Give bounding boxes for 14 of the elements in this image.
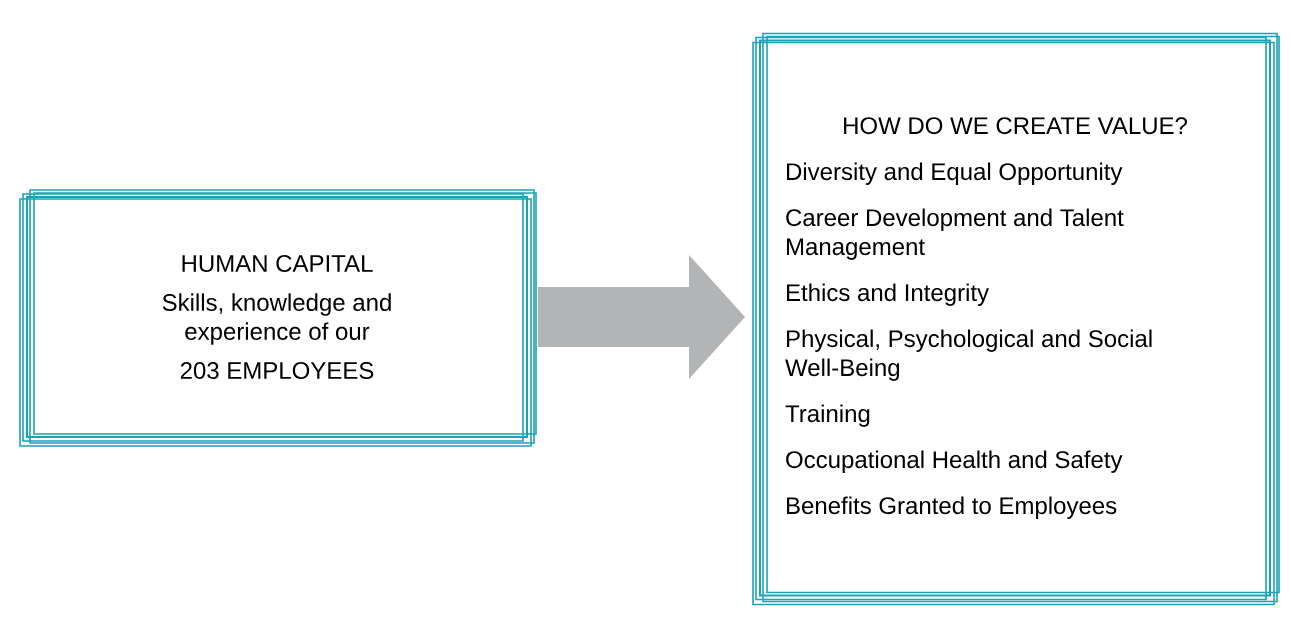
sketch-box	[19, 189, 537, 447]
body-text: Skills, knowledge and experience of our	[162, 293, 391, 345]
sketch-box	[752, 32, 1280, 606]
heading-text: HOW DO WE CREATE VALUE?	[844, 117, 1187, 135]
list-item: Physical, Psychological and Social Well-Being	[785, 329, 1152, 381]
block-arrow	[538, 255, 745, 379]
body-text: 203 EMPLOYEES	[180, 362, 374, 379]
list-item: Training	[785, 404, 870, 427]
list-item: Ethics and Integrity	[787, 283, 990, 306]
list-item: Career Development and Talent Management	[786, 208, 1124, 260]
list-item: Occupational Health and Safety	[786, 450, 1123, 473]
list-item: Benefits Granted to Employees	[787, 496, 1117, 519]
list-item: Diversity and Equal Opportunity	[787, 162, 1123, 185]
heading-text: HUMAN CAPITAL	[182, 255, 373, 272]
